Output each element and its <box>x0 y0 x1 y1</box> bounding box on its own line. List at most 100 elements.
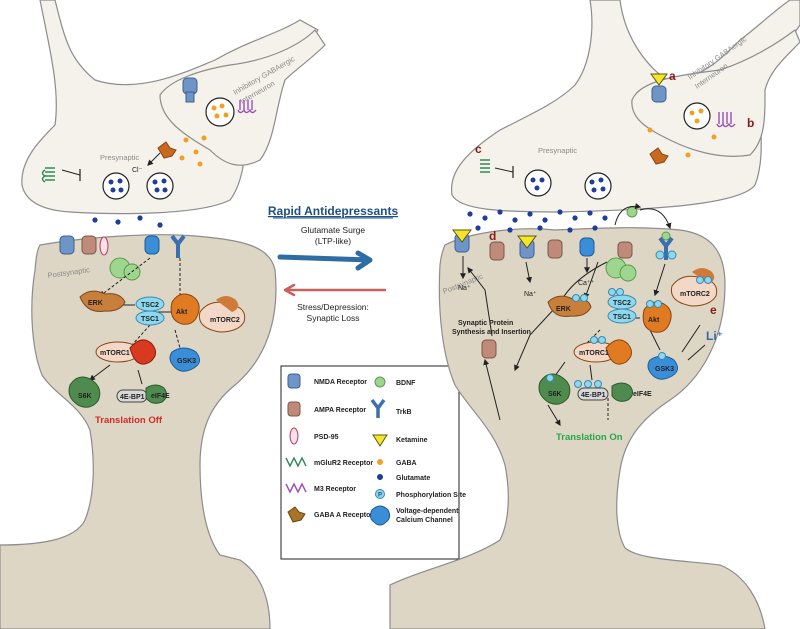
left-m3-receptor <box>237 100 257 114</box>
left-akt-label: Akt <box>176 309 188 316</box>
right-ketamine-inter <box>650 73 668 86</box>
right-synthesis-label-1: Synaptic Protein <box>458 320 513 327</box>
left-mtorc2 <box>198 296 246 333</box>
legend-psd95-icon <box>289 427 299 445</box>
legend-label-psd95: PSD-95 <box>314 434 339 441</box>
right-presynaptic-terminal <box>450 0 800 213</box>
center-title: Rapid Antidepressants <box>268 204 399 218</box>
legend: NMDA Receptor AMPA Receptor PSD-95 mGluR… <box>280 365 466 560</box>
legend-nmda-receptor-icon <box>287 373 301 389</box>
legend-calcium-channel-icon <box>369 505 391 526</box>
right-mtorc1-label: mTORC1 <box>579 350 609 357</box>
right-tsc-complex <box>607 294 637 324</box>
right-gsk3 <box>647 355 678 380</box>
left-presynaptic-label: Presynaptic <box>100 153 139 162</box>
left-nmda-receptor-pre <box>182 77 198 103</box>
left-gaba-dots <box>179 135 207 167</box>
right-bdnf-release-arrow <box>614 203 642 226</box>
legend-label-gaba: GABA <box>396 460 417 467</box>
center-synaptic-loss: Synaptic Loss <box>307 313 360 323</box>
right-ampa-receptor-1 <box>489 241 505 261</box>
right-nmda-receptor-1 <box>452 229 472 253</box>
legend-label-mglur2: mGluR2 Receptor <box>314 460 373 467</box>
legend-trkb-icon <box>370 398 386 418</box>
right-erk <box>547 295 592 317</box>
legend-ampa-receptor-icon <box>287 401 301 417</box>
left-erk <box>79 290 126 312</box>
right-mglur2-receptor <box>480 159 490 173</box>
legend-label-phosphorylation: Phosphorylation Site <box>396 492 466 499</box>
left-eif4e-label: eIF4E <box>151 393 170 400</box>
left-4ebp1-label: 4E-BP1 <box>120 394 145 401</box>
right-trkb-phospho <box>655 250 677 260</box>
right-letter-e: e <box>710 303 717 317</box>
legend-label-calcium-2: Calcium Channel <box>396 517 453 524</box>
legend-bdnf-icon <box>374 376 386 388</box>
left-postsynaptic-spine <box>0 234 277 629</box>
right-interneuron <box>631 29 800 157</box>
right-new-ampa-receptor <box>481 339 497 359</box>
legend-phosphorylation-p: P <box>378 493 382 499</box>
left-glutamate-dots <box>92 215 163 228</box>
right-eif4e <box>611 382 634 402</box>
center-panel: Rapid Antidepressants Glutamate Surge (L… <box>268 204 399 323</box>
right-lithium-label: Li⁺ <box>706 329 723 343</box>
left-akt <box>170 293 200 325</box>
center-forward-arrow <box>277 250 373 271</box>
right-s6k-label: S6K <box>548 391 562 398</box>
right-gaba-a-receptor <box>649 147 669 165</box>
left-gsk3 <box>169 347 200 372</box>
right-translation-status: Translation On <box>556 432 623 443</box>
legend-label-ketamine: Ketamine <box>396 437 428 444</box>
left-mtorc1 <box>95 339 156 365</box>
right-gsk3-label: GSK3 <box>655 366 674 373</box>
left-nmda-receptor-post <box>59 235 75 255</box>
right-sodium-label-1: Na⁺ <box>458 284 471 292</box>
right-trkb-receptor <box>658 236 674 260</box>
left-signal-arrows <box>89 257 183 385</box>
left-gaba-a-receptor <box>157 141 177 159</box>
legend-label-m3: M3 Receptor <box>314 486 356 493</box>
left-tsc2-label: TSC2 <box>141 302 159 309</box>
right-nmda-receptor-2 <box>517 235 537 259</box>
right-mtorc2 <box>670 268 718 307</box>
right-panel: Inhibitory GABAergic Interneuron Presyna… <box>389 0 800 629</box>
right-s6k <box>538 373 571 405</box>
left-tsc1-label: TSC1 <box>141 316 159 323</box>
right-m3-receptor <box>716 112 736 128</box>
left-panel: Inhibitory GABAergic Interneuron Presyna… <box>0 0 326 629</box>
legend-label-ampa: AMPA Receptor <box>314 407 366 414</box>
right-letter-d: d <box>489 229 496 243</box>
legend-phosphorylation-site-icon <box>375 489 385 499</box>
right-gaba-dots <box>647 127 717 158</box>
right-sodium-label-2: Na⁺ <box>524 290 537 298</box>
right-tsc1-label: TSC1 <box>613 314 631 321</box>
right-letter-a: a <box>669 69 676 83</box>
legend-label-glutamate: Glutamate <box>396 475 430 482</box>
left-glutamate-vesicle-1 <box>102 172 130 200</box>
right-letter-b: b <box>747 116 754 130</box>
left-gaba-vesicle <box>205 97 235 127</box>
center-stress: Stress/Depression: <box>297 302 369 312</box>
right-glutamate-vesicle-1 <box>524 169 552 197</box>
left-chloride-label: Cl⁻ <box>132 167 143 174</box>
right-calcium-label: Ca⁺⁺ <box>578 279 595 287</box>
left-s6k-label: S6K <box>78 393 92 400</box>
right-akt-label: Akt <box>648 317 660 324</box>
right-bdnf-cluster <box>605 257 637 282</box>
left-mglur2-receptor <box>41 167 55 183</box>
legend-mglur2-receptor-icon <box>285 456 307 468</box>
left-calcium-channel <box>144 235 160 255</box>
left-s6k <box>68 376 101 408</box>
legend-label-trkb: TrkB <box>396 409 412 416</box>
right-glutamate-surge-dots <box>467 209 608 233</box>
right-eif4e-label: eIF4E <box>633 391 652 398</box>
right-4ebp1-label: 4E-BP1 <box>581 392 606 399</box>
center-reverse-arrow <box>283 283 387 297</box>
legend-gaba-icon <box>377 459 383 465</box>
right-presynaptic-label: Presynaptic <box>538 146 577 155</box>
right-mtorc2-label: mTORC2 <box>680 291 710 298</box>
legend-glutamate-icon <box>377 474 383 480</box>
right-postsynaptic-spine <box>389 227 766 629</box>
left-mtorc2-label: mTORC2 <box>210 317 240 324</box>
